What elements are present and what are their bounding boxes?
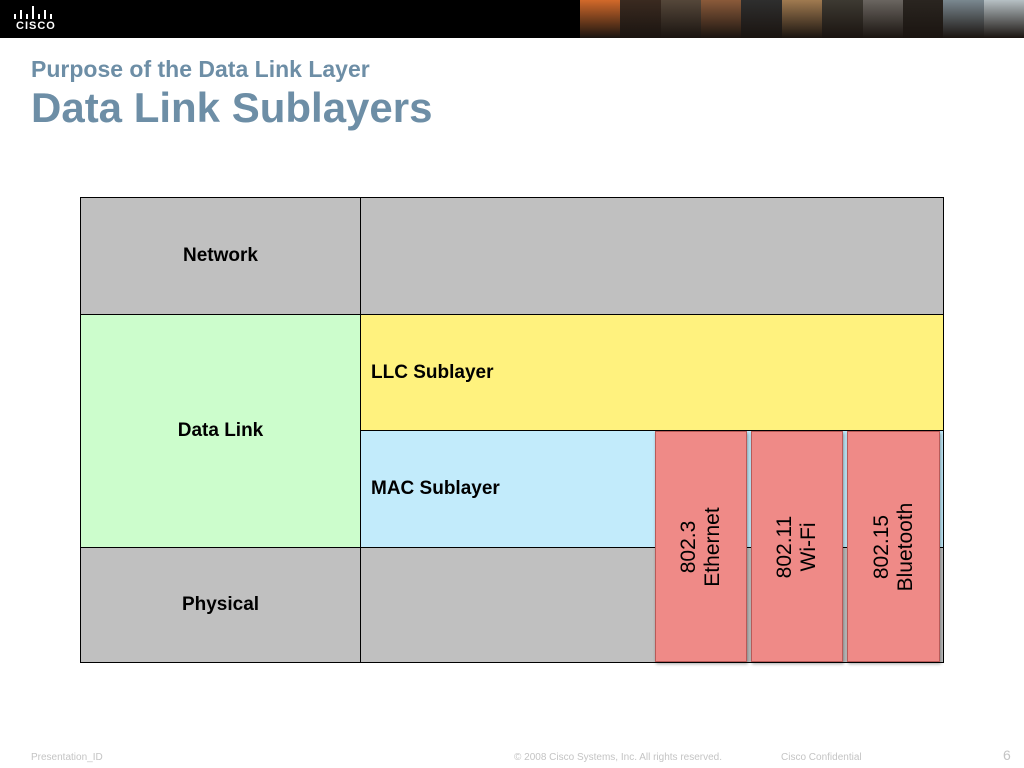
llc-sublayer-label: LLC Sublayer [371,361,494,383]
network-layer-area [360,197,944,315]
physical-layer-label: Physical [181,594,260,615]
physical-layer-area [360,547,944,663]
data-link-layer-label: Data Link [177,420,264,441]
standard-ethernet-label: 802.3 Ethernet [677,506,724,587]
photo-tile [943,0,984,38]
photo-tile [741,0,782,38]
slide-title: Data Link Sublayers [31,84,433,131]
footer-copyright: © 2008 Cisco Systems, Inc. All rights re… [514,752,723,763]
photo-tile [822,0,863,38]
cisco-logo: CISCO [14,5,64,33]
data-link-layer-cell: Data Link [80,314,361,548]
standard-wifi-box: 802.11 Wi-Fi [751,431,843,662]
standard-bluetooth-box: 802.15 Bluetooth [847,431,940,662]
network-layer-label: Network [183,245,258,266]
footer-presentation-id: Presentation_ID [31,752,103,763]
photo-tile [660,0,702,38]
page-number: 6 [1003,747,1011,763]
network-layer-cell: Network [80,197,361,315]
standard-ethernet-box: 802.3 Ethernet [655,431,747,662]
llc-sublayer-cell: LLC Sublayer [360,314,944,431]
standard-bluetooth-label: 802.15 Bluetooth [869,502,917,591]
header-bar: CISCO [0,0,1024,38]
photo-strip [580,0,1024,38]
mac-sublayer-label: MAC Sublayer [371,478,500,499]
photo-tile [620,0,661,38]
photo-tile [983,0,1024,38]
photo-tile [781,0,823,38]
mac-sublayer-cell: MAC Sublayer [360,430,944,548]
logo-text: CISCO [16,20,56,32]
photo-tile [701,0,742,38]
photo-tile [862,0,903,38]
photo-tile [902,0,944,38]
physical-layer-cell: Physical [80,547,361,663]
standard-wifi-label: 802.11 Wi-Fi [773,515,820,578]
footer-confidential: Cisco Confidential [781,752,862,763]
slide-subtitle: Purpose of the Data Link Layer [31,56,370,82]
data-link-diagram: Network Data Link LLC Sublayer MAC Subla… [80,197,944,663]
photo-tile [580,0,621,38]
cisco-bridge-icon [14,5,58,19]
